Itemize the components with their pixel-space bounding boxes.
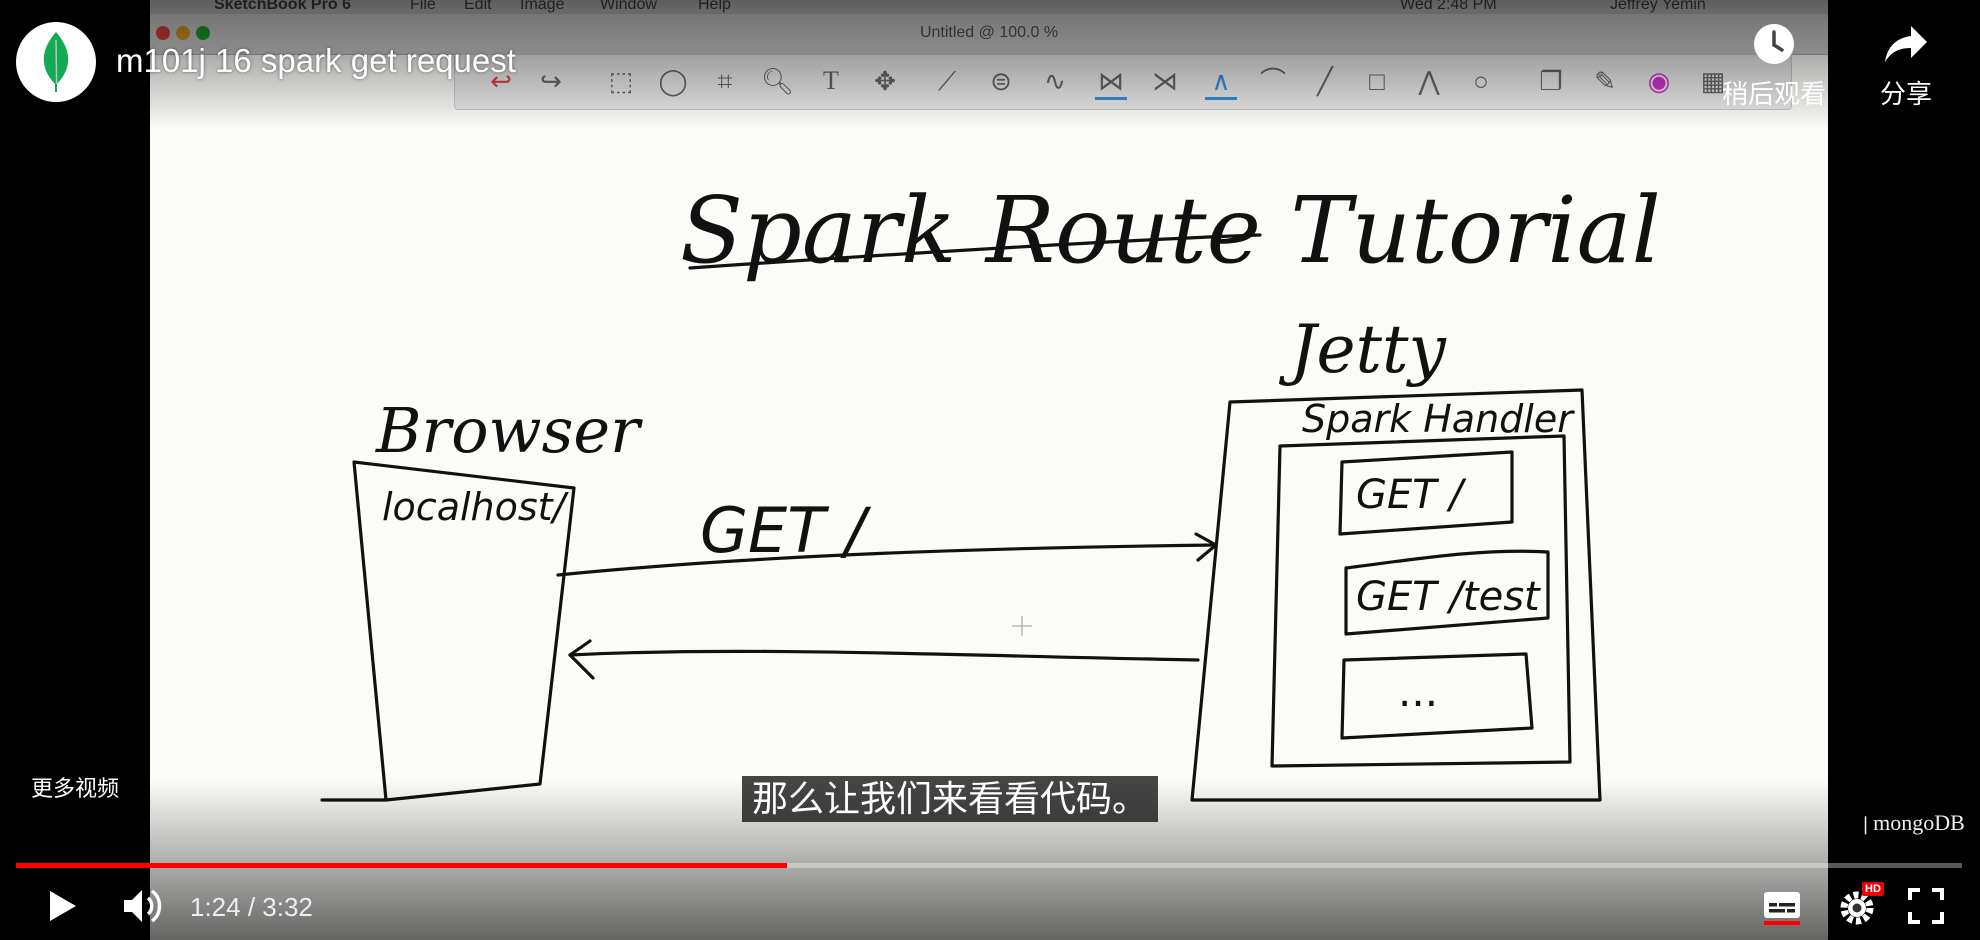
- request-arrow-head: [1194, 532, 1218, 562]
- captions-button[interactable]: [1760, 878, 1804, 934]
- get-request-label: GET /: [700, 494, 872, 567]
- captions-icon: [1764, 892, 1800, 925]
- spark-handler-box: [1270, 434, 1572, 768]
- browser-label: Browser: [375, 394, 643, 467]
- watch-later-button[interactable]: 稍后观看: [1714, 22, 1834, 111]
- title-underline: [688, 233, 1262, 270]
- route-box-get-test: [1344, 549, 1550, 636]
- volume-icon: [124, 889, 162, 923]
- time-display: 1:24 / 3:32: [190, 892, 313, 922]
- settings-button[interactable]: HD: [1834, 878, 1884, 934]
- channel-avatar[interactable]: [16, 22, 96, 102]
- gear-icon: [1840, 891, 1874, 925]
- mongodb-leaf-icon: [43, 32, 69, 92]
- crosshair-cursor-icon: [1012, 616, 1032, 636]
- spark-handler-label: Spark Handler: [1302, 397, 1575, 441]
- browser-url-label: localhost/: [382, 485, 570, 529]
- route-box-get-root: [1338, 450, 1514, 536]
- more-videos-label: 更多视频: [30, 776, 119, 801]
- progress-bar[interactable]: [16, 863, 1962, 868]
- hd-badge: HD: [1862, 882, 1884, 896]
- share-button[interactable]: 分享: [1846, 22, 1966, 111]
- response-arrow-line: [568, 649, 1200, 662]
- whiteboard-canvas: Spark Route Tutorial Jetty Browser local…: [320, 177, 1661, 802]
- share-arrow-icon: [1885, 26, 1927, 62]
- response-arrow-head: [568, 639, 595, 680]
- fullscreen-icon: [1908, 888, 1944, 924]
- clock-icon: [1754, 24, 1794, 64]
- route-get-test: GET /test: [1356, 574, 1541, 620]
- route-get-root: GET /: [1356, 472, 1467, 518]
- watermark-text: mongoDB: [1873, 810, 1965, 835]
- jetty-label: Jetty: [1278, 311, 1447, 388]
- play-icon: [50, 891, 76, 921]
- watermark-leaf-icon: ❘: [1858, 814, 1874, 834]
- volume-button[interactable]: [118, 878, 168, 934]
- caption-text: 那么让我们来看看代码。: [742, 776, 1159, 822]
- share-label: 分享: [1879, 79, 1932, 109]
- video-title[interactable]: m101j 16 spark get request: [116, 42, 516, 79]
- watch-later-label: 稍后观看: [1721, 79, 1826, 109]
- request-arrow-line: [556, 543, 1218, 577]
- mongodb-watermark: ❘mongoDB: [1858, 810, 1965, 836]
- fullscreen-button[interactable]: [1904, 878, 1948, 934]
- route-box-ellipsis: [1340, 652, 1534, 740]
- whiteboard-title: Spark Route Tutorial: [680, 177, 1661, 284]
- control-bar: 1:24 / 3:32 HD: [0, 878, 1980, 940]
- play-button[interactable]: [40, 878, 86, 934]
- progress-played: [16, 863, 787, 868]
- route-ellipsis: ...: [1398, 667, 1438, 716]
- more-videos-button[interactable]: 更多视频: [0, 756, 150, 818]
